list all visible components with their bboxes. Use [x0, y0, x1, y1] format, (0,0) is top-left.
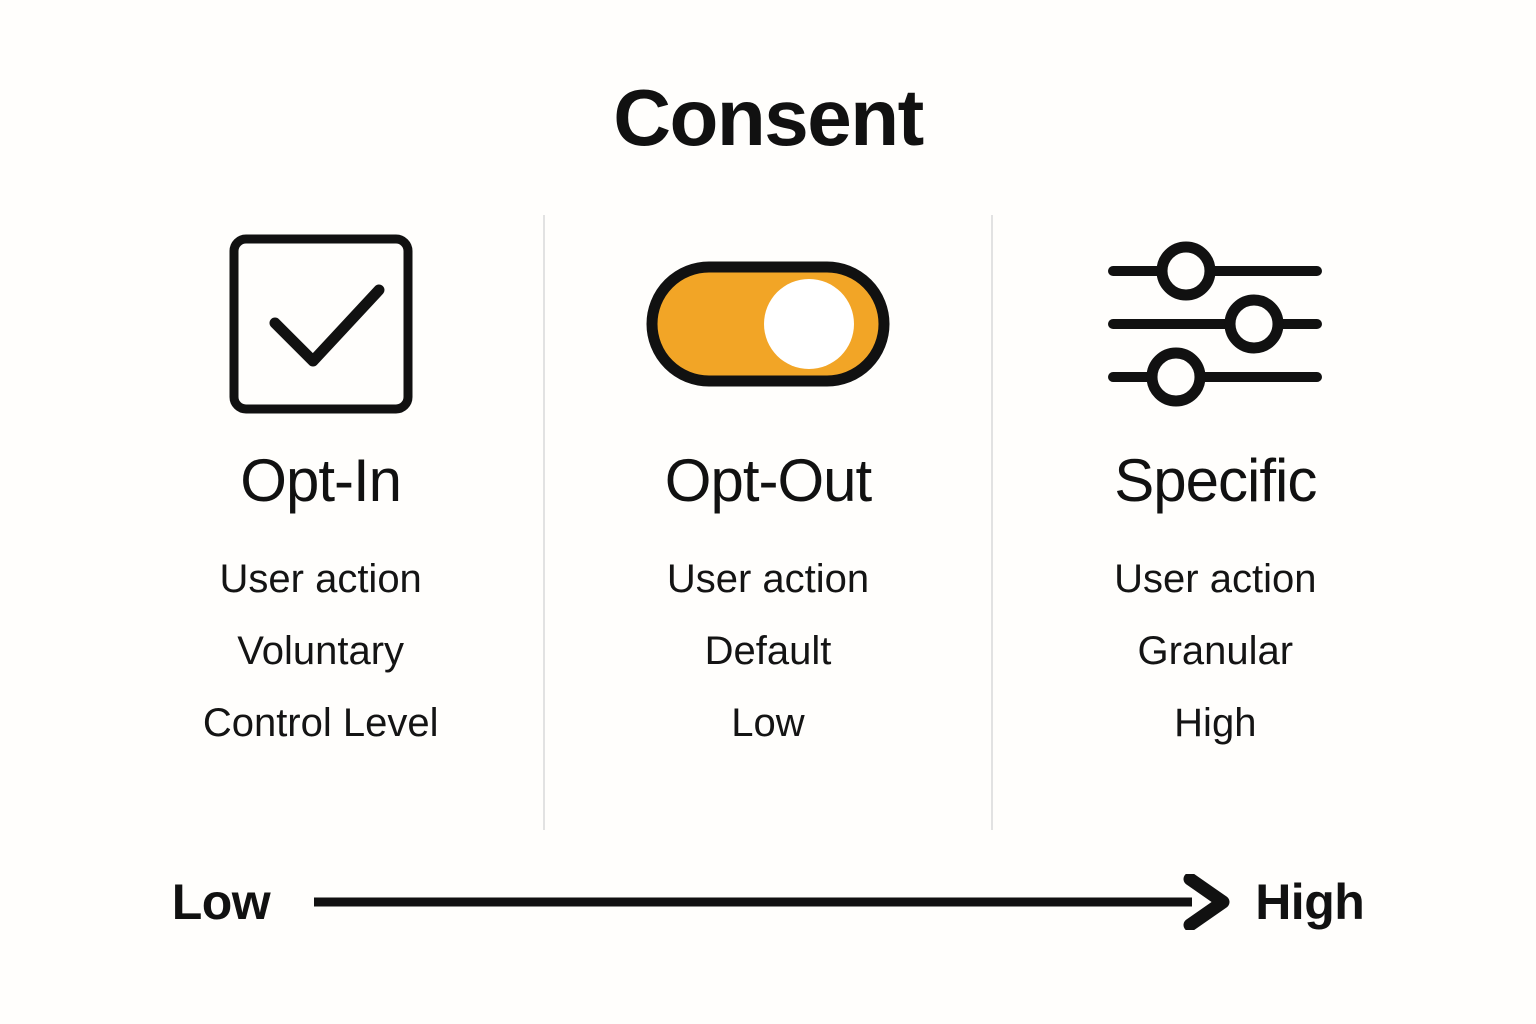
attribute-list-opt-out: User action Default Low	[667, 559, 869, 743]
icon-slot-specific	[1104, 215, 1326, 433]
toggle-switch-on-icon	[646, 261, 890, 387]
comparison-columns: Opt-In User action Voluntary Control Lev…	[98, 215, 1438, 830]
attribute-row: Voluntary	[237, 629, 405, 673]
attribute-row: Low	[731, 701, 805, 745]
attribute-list-specific: User action Granular High	[1114, 559, 1316, 743]
attribute-row: High	[1174, 701, 1257, 745]
icon-slot-opt-out	[646, 215, 890, 433]
scale-label-high: High	[1255, 874, 1365, 930]
icon-slot-opt-in	[229, 215, 413, 433]
column-opt-in: Opt-In User action Voluntary Control Lev…	[98, 215, 543, 830]
page-title: Consent	[613, 73, 924, 162]
control-level-scale: Low High	[0, 862, 1536, 942]
attribute-row: Granular	[1137, 629, 1294, 673]
column-specific: Specific User action Granular High	[993, 215, 1438, 830]
right-arrow-icon	[310, 874, 1230, 930]
column-divider-1	[543, 215, 546, 830]
column-heading-specific: Specific	[1114, 447, 1317, 514]
column-heading-opt-out: Opt-Out	[664, 447, 872, 514]
scale-label-low: Low	[171, 874, 271, 930]
attribute-row: Default	[704, 629, 832, 673]
attribute-list-opt-in: User action Voluntary Control Level	[203, 559, 439, 743]
column-opt-out: Opt-Out User action Default Low	[545, 215, 990, 830]
attribute-row: User action	[219, 557, 422, 601]
sliders-icon	[1104, 241, 1326, 407]
column-divider-2	[990, 215, 993, 830]
attribute-row: Control Level	[202, 701, 439, 745]
column-heading-opt-in: Opt-In	[240, 447, 402, 514]
checkbox-checked-icon	[229, 234, 413, 414]
attribute-row: User action	[666, 557, 870, 601]
attribute-row: User action	[1114, 557, 1317, 601]
